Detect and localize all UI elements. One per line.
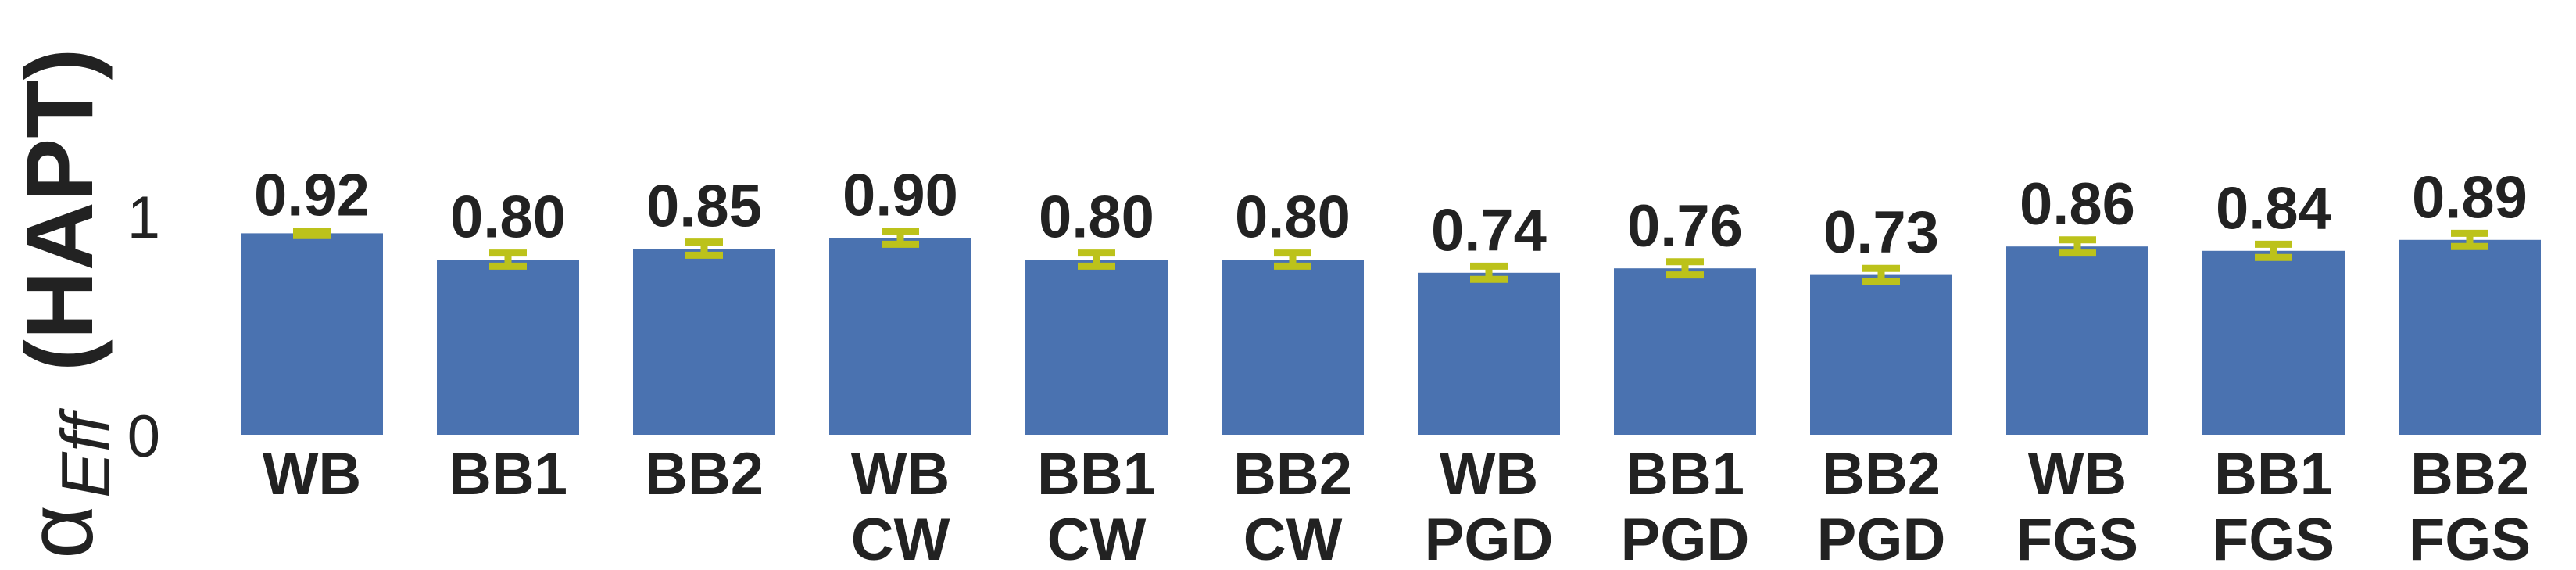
bar (1418, 272, 1560, 435)
error-bar (1274, 249, 1311, 270)
bars (241, 233, 2541, 435)
error-bar (489, 249, 527, 270)
error-bar (1078, 249, 1115, 270)
error-bar (2059, 236, 2096, 257)
x-tick-label: CW (851, 507, 950, 570)
x-tick-label: PGD (1817, 507, 1946, 570)
x-tick-label: FGS (2016, 507, 2138, 570)
value-label: 0.80 (1235, 185, 1351, 251)
x-tick-label: CW (1047, 507, 1147, 570)
bar (2202, 250, 2345, 435)
bar (829, 238, 971, 435)
x-tick-label: FGS (2409, 507, 2531, 570)
y-axis-ticks: 01 (127, 185, 160, 470)
x-tick-label: CW (1243, 507, 1343, 570)
value-label: 0.73 (1823, 199, 1939, 266)
x-tick-label: BB1 (2214, 441, 2333, 507)
y-axis-label: α Eff (HAPT) (6, 48, 124, 559)
error-bar (1862, 264, 1900, 285)
x-tick-label: WB (1440, 441, 1539, 507)
error-bar (2451, 229, 2488, 250)
x-tick-label: BB2 (1233, 441, 1352, 507)
x-tick-label: WB (263, 441, 362, 507)
bar (437, 260, 579, 435)
y-tick-label: 0 (127, 403, 160, 470)
bar (1222, 260, 1364, 435)
x-tick-label: PGD (1621, 507, 1750, 570)
error-bar (1666, 258, 1704, 279)
error-bar (1470, 262, 1508, 283)
value-labels: 0.92 0.80 0.85 0.90 0.80 0.80 0.74 0.76 0.73 0.86… (254, 163, 2528, 267)
x-tick-label: BB2 (1822, 441, 1941, 507)
value-label: 0.80 (1039, 185, 1154, 251)
x-tick-label: BB2 (645, 441, 764, 507)
x-tick-label: BB2 (2410, 441, 2529, 507)
value-label: 0.89 (2412, 164, 2528, 231)
y-axis-label-symbol: α (8, 505, 113, 559)
bar (633, 249, 775, 435)
value-label: 0.74 (1431, 197, 1547, 263)
bar (2006, 246, 2148, 435)
x-tick-label: BB1 (1037, 441, 1156, 507)
error-bar (882, 228, 919, 248)
value-label: 0.84 (2216, 175, 2331, 242)
error-bar (685, 238, 723, 259)
y-tick-label: 1 (127, 185, 160, 251)
value-label: 0.76 (1627, 193, 1743, 260)
bar (1614, 268, 1756, 435)
value-label: 0.80 (450, 185, 566, 251)
error-bar (2255, 240, 2292, 261)
x-tick-label: BB1 (449, 441, 567, 507)
y-axis-label-subscript: Eff (47, 407, 124, 498)
bar (1810, 274, 1952, 435)
x-tick-label: FGS (2213, 507, 2334, 570)
value-label: 0.86 (2020, 171, 2135, 238)
bar (2399, 239, 2541, 435)
y-axis-label-suffix: (HAPT) (6, 48, 113, 371)
value-label: 0.92 (254, 163, 370, 229)
error-bar (293, 228, 331, 239)
bar (1025, 260, 1168, 435)
value-label: 0.85 (646, 174, 762, 240)
x-tick-label: WB (851, 441, 950, 507)
x-tick-label: PGD (1425, 507, 1554, 570)
x-tick-label: BB1 (1626, 441, 1744, 507)
value-label: 0.90 (843, 163, 958, 229)
x-tick-label: WB (2028, 441, 2127, 507)
bar (241, 233, 383, 435)
error-bars (293, 228, 2488, 285)
